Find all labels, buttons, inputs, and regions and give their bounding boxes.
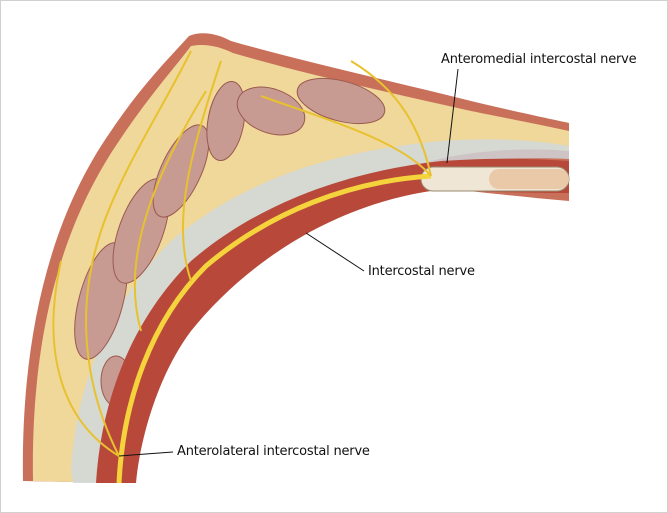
label-anteromedial-intercostal-nerve: Anteromedial intercostal nerve — [441, 52, 637, 67]
intercostal-nerve — [116, 173, 432, 484]
fascia-layer — [71, 139, 569, 483]
leader-line-anteromedial — [446, 68, 459, 164]
label-anterolateral-intercostal-nerve: Anterolateral intercostal nerve — [177, 444, 370, 459]
label-intercostal-nerve: Intercostal nerve — [368, 264, 475, 279]
nerve-branches — [52, 50, 432, 457]
leader-line-intercostal — [305, 232, 365, 272]
leader-line-anterolateral — [118, 451, 174, 457]
